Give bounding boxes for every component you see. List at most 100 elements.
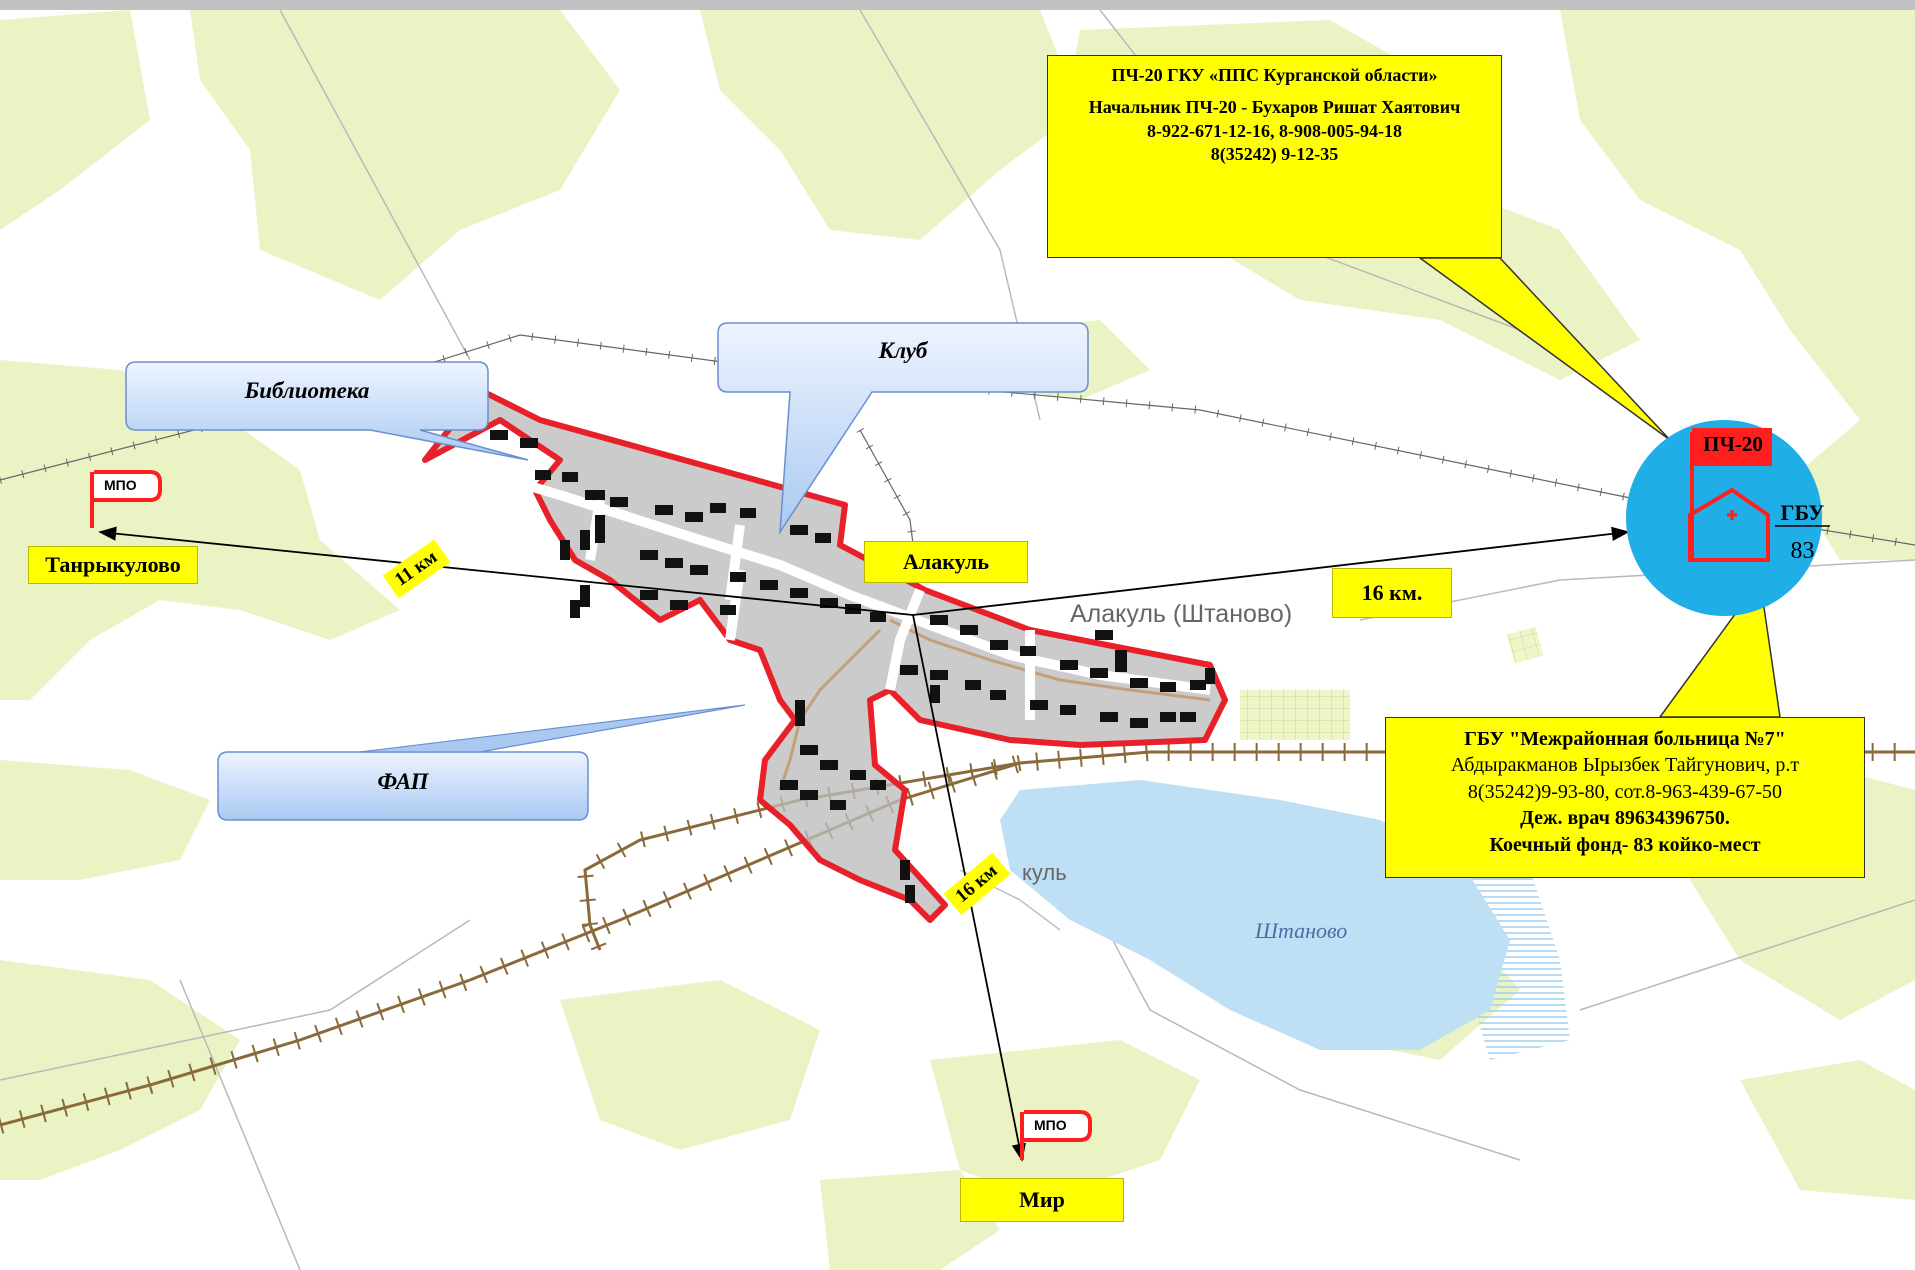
fap-callout-label: ФАП [377, 769, 429, 794]
station-gbu-label: ГБУ [1780, 500, 1825, 525]
place-mir: Мир [960, 1178, 1124, 1222]
building [1130, 718, 1148, 728]
hospital-box-line3: 8(35242)9-93-80, сот.8-963-439-67-50 [1467, 780, 1783, 803]
building [930, 670, 948, 680]
lake-name: Штаново [1255, 918, 1348, 943]
building [830, 800, 846, 810]
building [710, 503, 726, 513]
flag-icon [90, 470, 162, 528]
building [900, 860, 910, 880]
building [850, 770, 866, 780]
building [965, 680, 981, 690]
building [1160, 712, 1176, 722]
building [1115, 650, 1127, 672]
building [1100, 712, 1118, 722]
flag-icon [1020, 1110, 1092, 1160]
place-alakul: Алакуль [864, 541, 1028, 583]
station-flag-label: ПЧ-20 [1703, 432, 1763, 456]
building [870, 780, 886, 790]
building [815, 533, 831, 543]
library-callout-label: Библиотека [244, 378, 370, 403]
top-bar [0, 0, 1915, 10]
building [610, 497, 628, 507]
station-beds-label: 83 [1790, 538, 1815, 564]
settlement-map-name: Алакуль (Штаново) [1070, 600, 1293, 628]
building [960, 625, 978, 635]
field [1506, 626, 1544, 664]
hospital-box-line4: Деж. врач 89634396750. [1520, 807, 1730, 830]
building [720, 605, 736, 615]
building [1205, 668, 1215, 684]
fap-bubble [217, 751, 589, 821]
distance-station: 16 км. [1332, 568, 1452, 618]
hospital-box-line1: ГБУ "Межрайонная больница №7" [1464, 728, 1786, 750]
building [1060, 660, 1078, 670]
club-callout-label: Клуб [878, 338, 928, 363]
fire-box-line1: ПЧ-20 ГКУ «ППС Курганской области» [1111, 65, 1438, 85]
building [690, 565, 708, 575]
lake-partial-name: куль [1022, 860, 1067, 885]
mpo-label-west: МПО [104, 477, 137, 493]
building [595, 515, 605, 543]
building [685, 512, 703, 522]
callout-bubbles [125, 322, 1089, 821]
building [1060, 705, 1076, 715]
building [795, 700, 805, 718]
fire-box-line3: 8-922-671-12-16, 8-908-005-94-18 [1147, 120, 1402, 141]
building [490, 430, 508, 440]
building [760, 580, 778, 590]
station-circle [1626, 420, 1822, 616]
building [800, 790, 818, 800]
building [1090, 668, 1108, 678]
building [535, 470, 551, 480]
hospital-box-line2: Абдыракманов Ырызбек Тайгунович, р.т [1450, 754, 1800, 777]
building [665, 558, 683, 568]
building [795, 710, 805, 726]
building [520, 438, 538, 448]
building [580, 530, 590, 550]
flag-icon [1690, 428, 1772, 560]
building [930, 615, 948, 625]
building [870, 612, 886, 622]
building [780, 780, 798, 790]
building [820, 760, 838, 770]
place-tanrykulovo: Танрыкулово [28, 546, 198, 584]
building [640, 590, 658, 600]
fire-box-tail [1417, 257, 1671, 441]
building [800, 745, 818, 755]
building [1095, 630, 1113, 640]
building [930, 685, 940, 703]
building [670, 600, 688, 610]
library-bubble [125, 361, 529, 461]
building [790, 525, 808, 535]
building [900, 665, 918, 675]
building [990, 690, 1006, 700]
building [585, 490, 605, 500]
road-inner [778, 628, 882, 791]
building [560, 540, 570, 560]
building [580, 585, 590, 607]
building [1180, 712, 1196, 722]
building [1020, 646, 1036, 656]
building [655, 505, 673, 515]
building [905, 885, 915, 903]
building [1160, 682, 1176, 692]
building [790, 588, 808, 598]
building [730, 572, 746, 582]
building [990, 640, 1008, 650]
field [1240, 690, 1350, 740]
building [562, 472, 578, 482]
building [1190, 680, 1206, 690]
fire-box-line4: 8(35242) 9-12-35 [1210, 144, 1339, 165]
fire-box-line2: Начальник ПЧ-20 - Бухаров Ришат Хаятович [1088, 96, 1461, 117]
building [740, 508, 756, 518]
hospital-info-box: ГБУ "Межрайонная больница №7" Абдыракман… [1385, 717, 1865, 878]
building [1130, 678, 1148, 688]
fire-station-info-box: ПЧ-20 ГКУ «ППС Курганской области» Начал… [1047, 55, 1502, 258]
building [820, 598, 838, 608]
building [640, 550, 658, 560]
buildings [490, 430, 1215, 903]
fap-pointer [359, 704, 746, 753]
club-bubble [717, 322, 1089, 535]
